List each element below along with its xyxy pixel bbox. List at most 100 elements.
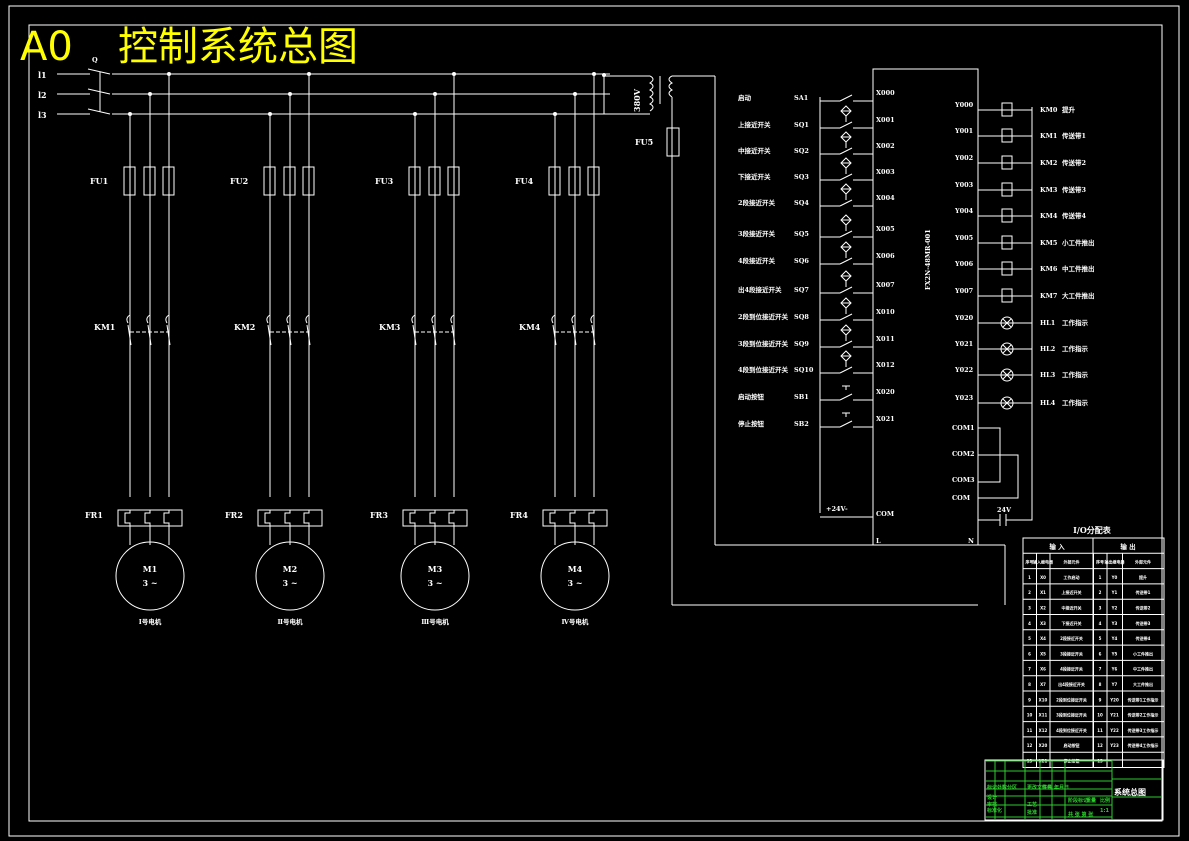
drawing-title-prefix: A0	[20, 24, 73, 70]
output-terminal-Y021: Y021	[954, 340, 973, 348]
input-terminal-X010: X010	[876, 308, 895, 316]
input-terminal-X007: X007	[876, 281, 895, 289]
title-block-label: 共 张 第 张	[1068, 811, 1094, 818]
title-block-label: 审核	[987, 801, 997, 808]
contactor-contact	[286, 314, 291, 324]
output-desc-KM2: 传送带2	[1061, 158, 1086, 167]
phase-label-l1: l1	[38, 70, 47, 80]
coil-KM6	[1001, 261, 1013, 276]
output-code-KM0: KM0	[1040, 106, 1058, 114]
fuse-label-FU3: FU3	[375, 176, 394, 186]
title-block-label: 标记	[986, 784, 997, 791]
relay-label-FR4: FR4	[510, 510, 528, 520]
output-code-KM7: KM7	[1040, 292, 1057, 300]
title-block-label: 分区	[1007, 784, 1017, 791]
phase-label-l3: l3	[38, 110, 47, 120]
io-table-title: I/O分配表	[1073, 525, 1112, 535]
motor-caption-M4: Ⅳ号电机	[562, 617, 589, 626]
io-cell: 3	[1099, 606, 1102, 611]
io-cell: 传送带2	[1135, 605, 1151, 611]
io-cell: X6	[1040, 667, 1046, 672]
motor-caption-M3: Ⅲ号电机	[421, 617, 449, 626]
motor-M3	[400, 541, 470, 611]
io-cell: 11	[1027, 728, 1033, 733]
io-cell: 12	[1097, 743, 1103, 748]
fuse-label-FU1: FU1	[90, 176, 108, 186]
motor-caption-M2: Ⅱ号电机	[278, 617, 303, 626]
io-cell: Y20	[1109, 697, 1119, 702]
plc-body	[872, 68, 979, 546]
output-code-HL1: HL1	[1040, 319, 1055, 327]
contactor-blade	[572, 324, 577, 346]
io-cell: 大工件推出	[1133, 681, 1153, 687]
input-contact	[839, 393, 853, 401]
proximity-sensor-icon	[840, 270, 852, 287]
output-desc-KM7: 大工件推出	[1062, 291, 1095, 300]
io-cell: 10	[1097, 713, 1103, 718]
fuse-symbol	[302, 166, 315, 196]
coil-KM0	[1001, 102, 1013, 117]
input-code-SA1: SA1	[794, 94, 808, 102]
io-cell: 下接近开关	[1062, 620, 1082, 626]
contactor-blade	[306, 324, 311, 346]
input-code-SQ9: SQ9	[794, 340, 809, 348]
io-cell: 5	[1099, 636, 1102, 641]
com-terminal-COM3: COM3	[952, 476, 975, 484]
input-terminal-X006: X006	[876, 252, 895, 260]
contactor-contact	[126, 314, 131, 324]
input-code-SQ8: SQ8	[794, 313, 809, 321]
relay-label-FR1: FR1	[85, 510, 103, 520]
output-terminal-Y003: Y003	[954, 181, 974, 189]
io-cell: 6	[1099, 651, 1102, 656]
title-block-label: 比例	[1100, 797, 1110, 804]
io-cell: 1	[1099, 575, 1102, 580]
io-cell: Y7	[1111, 682, 1118, 687]
contactor-contact	[551, 314, 556, 324]
motor-label-M1: M1	[143, 564, 157, 574]
output-code-KM3: KM3	[1040, 186, 1058, 194]
io-cell: 9	[1028, 697, 1031, 702]
io-cell: X7	[1040, 682, 1046, 687]
input-desc-SB2: 停止按钮	[738, 419, 765, 428]
output-desc-KM3: 传送带3	[1061, 185, 1087, 194]
input-terminal-X012: X012	[876, 361, 895, 369]
relay-label-FR3: FR3	[370, 510, 388, 520]
io-cell: 2	[1028, 590, 1031, 595]
outer-border	[8, 5, 1180, 837]
fuse-symbol	[428, 166, 441, 196]
motor-label-M2: M2	[283, 564, 297, 574]
io-cell: 3段接近开关	[1060, 650, 1083, 656]
input-contact	[839, 230, 853, 238]
input-terminal-X020: X020	[876, 388, 895, 396]
input-contact	[839, 286, 853, 294]
lamp-x	[1002, 398, 1012, 408]
output-desc-KM6: 中工件推出	[1062, 264, 1095, 273]
io-cell: Y5	[1111, 651, 1118, 656]
title-block-label: 更改文件号	[1027, 784, 1052, 791]
input-code-SB2: SB2	[794, 420, 809, 428]
com-terminal-COM1: COM1	[952, 424, 975, 432]
fuse-symbol	[143, 166, 156, 196]
thermal-element	[409, 510, 416, 526]
input-desc-SQ10: 4段到位接近开关	[738, 365, 789, 374]
fuse-symbol	[283, 166, 296, 196]
io-cell: 小工件推出	[1133, 650, 1153, 656]
fuse-label-fu5: FU5	[635, 137, 653, 147]
proximity-sensor-icon	[840, 183, 852, 200]
output-desc-KM1: 传送带1	[1061, 131, 1086, 140]
output-code-KM1: KM1	[1040, 132, 1057, 140]
main-switch-contact	[87, 108, 111, 115]
io-cell: 4段接近开关	[1060, 666, 1083, 672]
thermal-element	[264, 510, 271, 526]
io-cell: 5	[1028, 636, 1031, 641]
input-code-SQ10: SQ10	[794, 366, 814, 374]
input-code-SQ7: SQ7	[794, 286, 809, 294]
io-cell: 6	[1028, 651, 1031, 656]
input-terminal-X011: X011	[876, 335, 895, 343]
lamp-x	[1002, 344, 1012, 354]
io-cell: 上接近开关	[1062, 589, 1082, 595]
io-cell: X11	[1039, 713, 1048, 718]
io-cell: 提升	[1139, 574, 1147, 580]
input-desc-SB1: 启动按钮	[738, 392, 765, 401]
